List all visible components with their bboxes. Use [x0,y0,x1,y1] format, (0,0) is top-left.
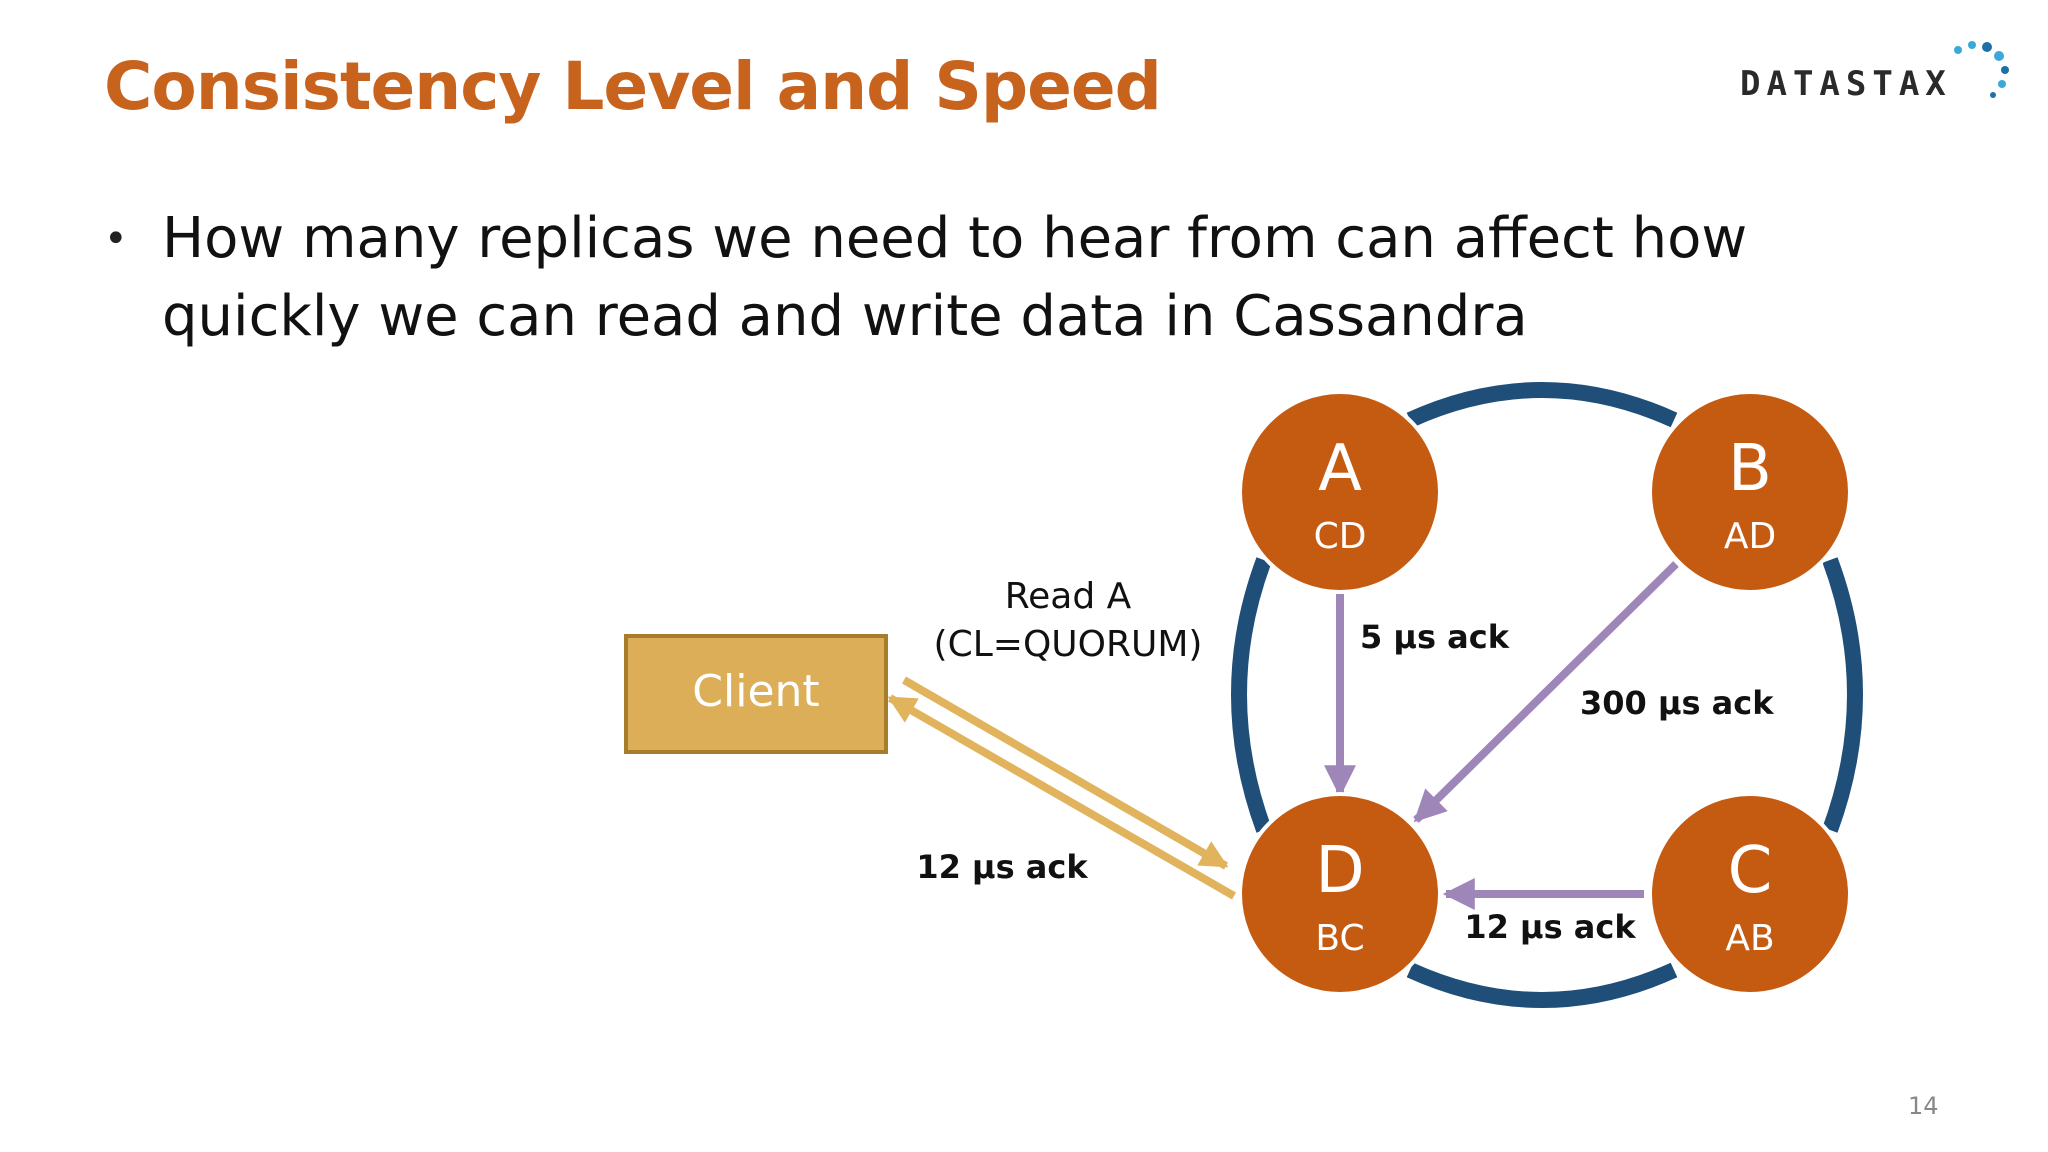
d-to-client-arrow [887,694,1236,900]
logo-wordmark: DATASTAX [1740,64,1952,104]
node-c-letter: C [1728,834,1773,908]
ring-arc-top [1406,382,1678,428]
node-b: B AD [1648,390,1852,594]
node-c-replicas: AB [1725,918,1774,959]
edge-label-b-d: 300 μs ack [1580,684,1774,722]
datastax-logo: DATASTAX [1740,40,2030,110]
client-to-d-arrow [901,676,1229,870]
node-a-replicas: CD [1314,516,1367,557]
ring-arc-left [1231,557,1272,833]
page-number: 14 [1908,1092,1939,1120]
request-label-line2: (CL=QUORUM) [934,624,1203,665]
ring-arc-bottom [1406,962,1678,1008]
node-c: C AB [1648,792,1852,996]
node-a: A CD [1238,390,1442,594]
edge-label-d-client: 12 μs ack [916,848,1088,886]
node-d: D BC [1238,792,1442,996]
ring [1231,382,1863,1008]
node-d-letter: D [1315,834,1364,908]
node-b-replicas: AD [1724,516,1776,557]
ring-arc-right [1822,557,1863,833]
node-b-letter: B [1728,432,1772,506]
slide-title: Consistency Level and Speed [104,48,1162,125]
node-a-letter: A [1318,432,1362,506]
ack-arrow-b-to-d [1413,561,1679,823]
client-label: Client [692,666,819,717]
node-d-replicas: BC [1315,918,1364,959]
bullet-dot: • [104,216,128,262]
edge-label-c-d: 12 μs ack [1464,908,1636,946]
request-label-line1: Read A [1005,576,1132,617]
bullet-text: How many replicas we need to hear from c… [162,206,1748,349]
client-box: Client [624,634,888,754]
logo-dots-icon [1954,41,2009,98]
edge-label-a-d: 5 μs ack [1360,618,1510,656]
